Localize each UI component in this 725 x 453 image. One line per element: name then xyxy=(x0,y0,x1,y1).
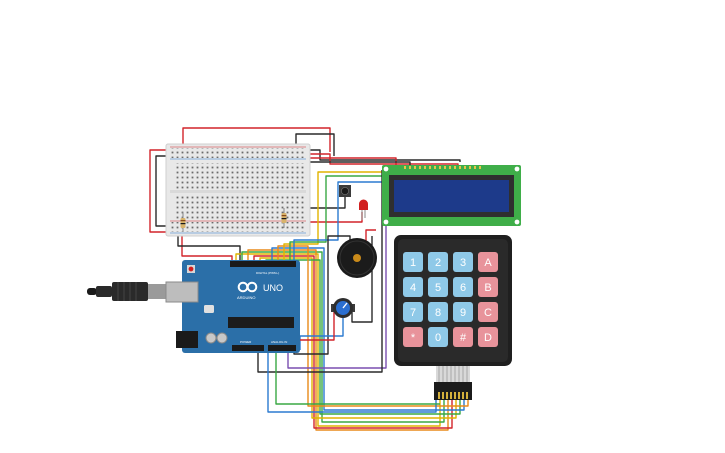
keypad-key-label: 3 xyxy=(460,257,466,269)
keypad-key-D[interactable]: D xyxy=(478,327,498,347)
keypad-key-5[interactable]: 5 xyxy=(428,277,448,297)
keypad-key-9[interactable]: 9 xyxy=(453,302,473,322)
keypad-key-label: 2 xyxy=(435,257,441,269)
wire-keypad-8 xyxy=(277,245,469,407)
keypad-key-B[interactable]: B xyxy=(478,277,498,297)
led-icon[interactable] xyxy=(359,199,368,221)
power-header xyxy=(232,345,264,351)
power-jack xyxy=(176,331,198,348)
wire-keypad-7 xyxy=(271,247,465,411)
lcd-icon[interactable] xyxy=(382,165,521,226)
wire-lcd-green xyxy=(289,175,392,262)
buzzer-icon[interactable] xyxy=(337,238,377,278)
arduino-digital-label: DIGITAL (PWM~) xyxy=(256,271,279,275)
arduino-model-label: UNO xyxy=(263,283,283,293)
keypad-icon[interactable]: 1 2 3 A 4 5 6 B 7 8 9 C * 0 # D xyxy=(394,235,512,400)
wires xyxy=(149,127,469,431)
wire-red-to-lcd xyxy=(308,157,397,166)
wire-blue-bottom xyxy=(267,350,437,413)
arduino-brand-label: ARDUINO xyxy=(237,295,255,300)
keypad-key-label: 1 xyxy=(410,257,416,269)
keypad-key-label: D xyxy=(484,332,492,344)
keypad-key-A[interactable]: A xyxy=(478,252,498,272)
keypad-key-C[interactable]: C xyxy=(478,302,498,322)
wire-red-top-loop xyxy=(182,127,331,152)
arduino-analog-label: ANALOG IN xyxy=(271,340,287,344)
keypad-key-label: * xyxy=(411,332,416,344)
resistor-right[interactable] xyxy=(281,208,287,228)
keypad-key-6[interactable]: 6 xyxy=(453,277,473,297)
wire-pot-black xyxy=(351,236,373,323)
keypad-key-*[interactable]: * xyxy=(403,327,423,347)
resistor-left[interactable] xyxy=(180,212,186,232)
wire-black-right-rail xyxy=(304,149,461,162)
breadboard-rail-bottom xyxy=(170,222,306,232)
wire-green-button xyxy=(300,195,346,209)
keypad-key-8[interactable]: 8 xyxy=(428,302,448,322)
keypad-key-3[interactable]: 3 xyxy=(453,252,473,272)
wire-red-5v xyxy=(181,230,233,262)
wire-red-left-loop xyxy=(149,149,170,233)
keypad-key-label: 5 xyxy=(435,282,441,294)
lcd-screen xyxy=(394,180,509,212)
keypad-keys: 1 2 3 A 4 5 6 B 7 8 9 C * 0 # D xyxy=(403,252,498,347)
keypad-key-2[interactable]: 2 xyxy=(428,252,448,272)
keypad-key-label: 7 xyxy=(410,307,416,319)
keypad-key-0[interactable]: 0 xyxy=(428,327,448,347)
keypad-key-label: 0 xyxy=(435,332,441,344)
keypad-key-label: 8 xyxy=(435,307,441,319)
usb-port xyxy=(165,281,199,303)
keypad-key-label: C xyxy=(484,307,492,319)
keypad-key-4[interactable]: 4 xyxy=(403,277,423,297)
arduino-power-label: POWER xyxy=(240,340,252,344)
wire-lcd-black xyxy=(257,170,383,373)
wire-keypad-4 xyxy=(253,255,453,429)
wire-green-bottom xyxy=(275,350,440,405)
wire-lcd-blue xyxy=(293,181,392,262)
keypad-key-label: 6 xyxy=(460,282,466,294)
potentiometer-icon[interactable] xyxy=(331,298,355,318)
wire-lcd-yellow xyxy=(283,171,388,262)
keypad-key-label: B xyxy=(484,282,491,294)
keypad-key-7[interactable]: 7 xyxy=(403,302,423,322)
keypad-key-#[interactable]: # xyxy=(453,327,473,347)
breadboard-main-top xyxy=(174,163,304,189)
lcd-pin-header xyxy=(404,166,481,169)
wire-red-right-rail xyxy=(302,153,459,166)
keypad-key-label: # xyxy=(460,332,467,344)
atmega-chip xyxy=(228,317,294,328)
keypad-key-1[interactable]: 1 xyxy=(403,252,423,272)
arduino-uno[interactable]: UNO ARDUINO DIGITAL (PWM~) POWER ANALOG … xyxy=(165,260,300,353)
keypad-key-label: 9 xyxy=(460,307,466,319)
keypad-key-label: 4 xyxy=(410,282,416,294)
usb-cable-icon xyxy=(87,282,166,301)
breadboard-rail-top xyxy=(170,148,306,158)
pushbutton-icon[interactable] xyxy=(339,185,351,197)
keypad-key-label: A xyxy=(484,257,492,269)
wire-lcd-purple xyxy=(287,176,387,369)
analog-header xyxy=(268,345,296,351)
arduino-infinity-logo xyxy=(237,281,258,293)
wire-black-left-loop xyxy=(155,155,170,227)
wire-black-top-loop xyxy=(295,133,335,156)
digital-header xyxy=(230,261,296,267)
breadboard[interactable] xyxy=(165,143,311,237)
keypad-ribbon xyxy=(434,366,472,400)
